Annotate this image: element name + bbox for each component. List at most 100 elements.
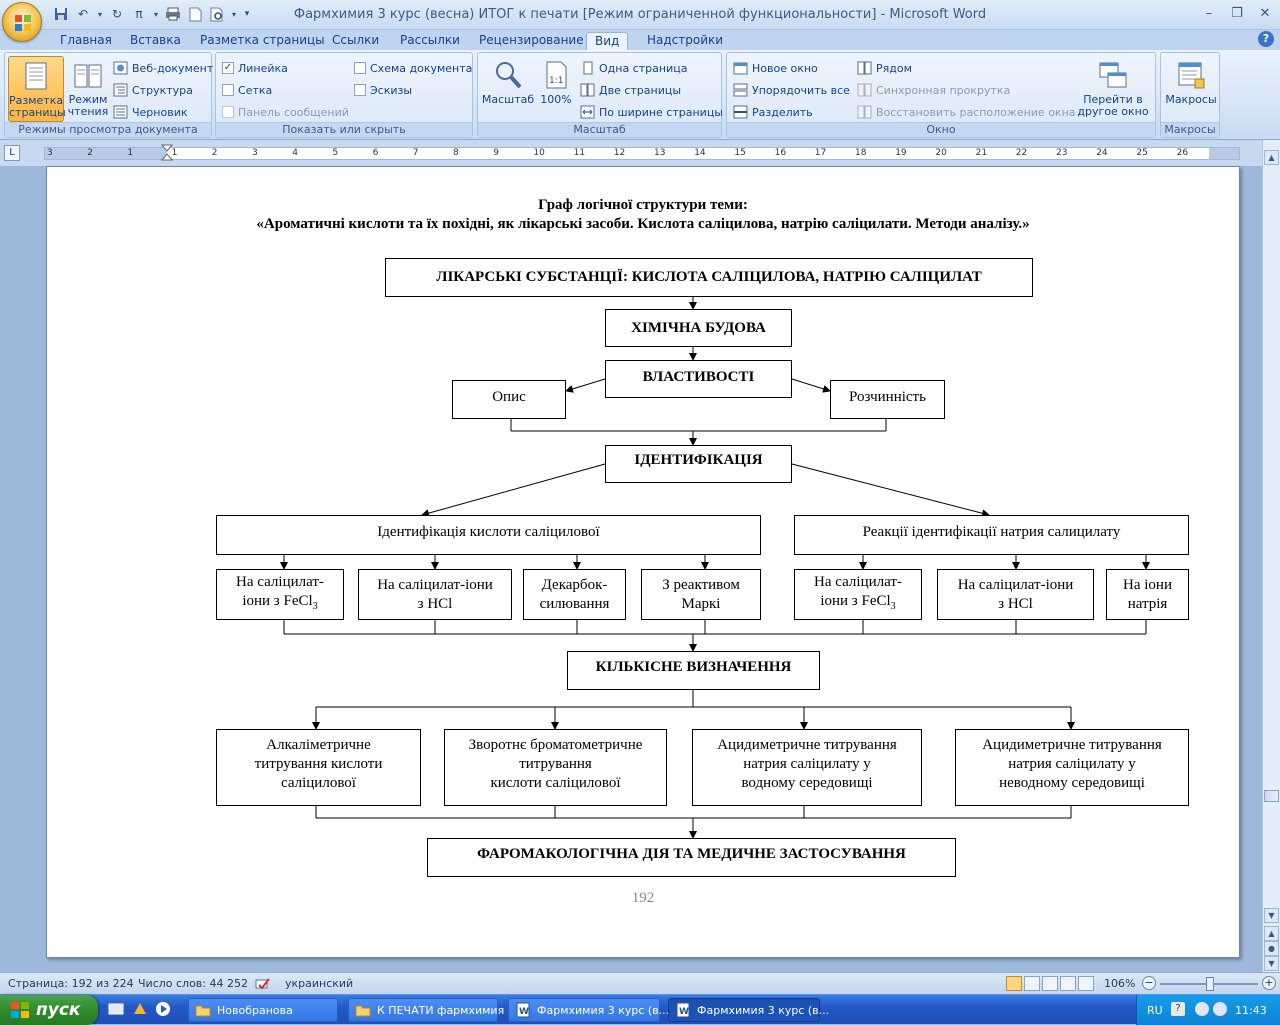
reading-view-icon[interactable] [1024,976,1040,991]
winamp-icon[interactable] [132,1001,148,1017]
equation-dropdown-icon[interactable]: ▾ [153,9,158,19]
page-width-button[interactable]: По ширине страницы [580,103,723,121]
preview-dropdown-icon[interactable]: ▾ [231,9,236,19]
na-ions-line1: На іони [1123,576,1172,593]
web-view-icon[interactable] [1042,976,1058,991]
tab-insert[interactable]: Вставка [130,33,181,47]
system-tray: RU ? 11:43 [1136,995,1280,1025]
save-icon[interactable] [52,5,70,23]
office-button[interactable] [2,2,42,42]
previous-page-icon[interactable]: ▲ [1264,926,1279,941]
two-pages-button[interactable]: Две страницы [580,81,681,99]
decarb-line2: силювання [539,595,610,612]
task-word-doc-2[interactable]: W Фармхимия 3 курс (в... [668,998,829,1022]
box-sodium-ions: На іони натрія [1106,569,1189,620]
scroll-down-icon[interactable]: ▼ [1264,908,1279,923]
tab-home[interactable]: Главная [60,33,112,47]
grid-checkbox[interactable]: Сетка [222,81,272,99]
zoom-100-icon: 1:1 [546,61,567,89]
task-word-doc-1[interactable]: W Фармхимия 3 курс (в... [508,998,669,1022]
browse-object-icon[interactable]: ● [1264,941,1279,956]
new-window-button[interactable]: Новое окно [733,59,818,77]
show-desktop-icon[interactable] [108,1001,124,1017]
minimize-icon[interactable]: – [1205,5,1213,21]
tab-review[interactable]: Рецензирование [479,33,584,47]
media-player-icon[interactable] [155,1001,171,1017]
outline-button[interactable]: Структура [113,81,193,99]
zoom-out-icon[interactable]: − [1142,976,1156,990]
tab-addins[interactable]: Надстройки [647,33,724,47]
vertical-scrollbar[interactable]: ▲ ▼ ▲ ● ▼ [1262,140,1280,972]
outline-view-icon[interactable] [1060,976,1076,991]
ruler-checkbox[interactable]: ✓ Линейка [222,59,288,77]
scrollbar-thumb[interactable] [1264,790,1279,802]
status-language[interactable]: украинский [285,977,354,990]
group-zoom: Масштаб 1:1 100% Одна страница Две стран… [477,52,723,138]
equation-icon[interactable]: π [135,7,143,21]
office-logo-icon [15,15,31,31]
scroll-up-icon[interactable]: ▲ [1264,150,1279,165]
switch-windows-button[interactable]: Перейти в другое окно [1075,56,1151,122]
next-page-icon[interactable]: ▼ [1264,956,1279,971]
ruler-tick-label: 12 [613,148,626,158]
print-preview-icon[interactable] [208,5,226,23]
tab-mailings[interactable]: Рассылки [400,33,460,47]
start-button[interactable]: пуск [0,995,98,1025]
close-icon[interactable]: ✕ [1259,5,1271,21]
print-icon[interactable] [164,5,182,23]
thumbnails-checkbox[interactable]: Эскизы [354,81,412,99]
one-page-button[interactable]: Одна страница [580,59,687,77]
zoom-100-button[interactable]: 1:1 100% [536,56,576,122]
new-document-icon[interactable] [186,5,204,23]
network-tray-icon[interactable] [1213,1002,1227,1016]
print-layout-view-icon[interactable] [1006,976,1022,991]
zoom-in-icon[interactable]: + [1262,976,1276,990]
zoom-slider-thumb[interactable] [1205,977,1214,991]
ruler-tick-label: 1 [127,148,134,158]
task-folder-print[interactable]: К ПЕЧАТИ фармхимия [348,998,504,1022]
windows-flag-icon [11,1002,29,1018]
ruler-tick-label: 16 [774,148,787,158]
help-icon[interactable]: ? [1258,31,1274,47]
tab-view[interactable]: Вид [586,32,629,50]
side-by-side-button[interactable]: Рядом [857,59,912,77]
reset-position-button[interactable]: Восстановить расположение окна [857,103,1076,121]
document-page[interactable]: Граф логічної структури теми: «Ароматичн… [46,166,1240,958]
tab-selector-icon[interactable]: L [4,145,20,161]
two-pages-icon [580,83,595,97]
tab-references[interactable]: Ссылки [332,33,380,47]
split-button[interactable]: Разделить [733,103,813,121]
arrange-all-button[interactable]: Упорядочить все [733,81,850,99]
undo-dropdown-icon[interactable]: ▾ [97,9,102,19]
spelling-check-icon[interactable] [254,977,272,991]
undo-icon[interactable]: ↶ [77,7,89,21]
back-tray-icon[interactable] [1195,1002,1209,1016]
reading-mode-button[interactable]: Режим чтения [63,56,113,122]
clock[interactable]: 11:43 [1235,1004,1267,1017]
zoom-button[interactable]: Масштаб [480,56,536,122]
alkali-line1: Алкаліметричне [266,737,371,753]
macros-button[interactable]: Макросы [1163,56,1219,122]
box-ident-sodium: Реакції ідентифікації натрия салицилату [794,515,1189,555]
web-layout-icon [113,61,128,75]
status-page[interactable]: Страница: 192 из 224 [8,977,134,990]
sync-scroll-button[interactable]: Синхронная прокрутка [857,81,1010,99]
language-indicator[interactable]: RU [1147,1004,1163,1017]
message-bar-checkbox[interactable]: Панель сообщений [222,103,349,121]
web-layout-button[interactable]: Веб-документ [113,59,213,77]
document-map-checkbox[interactable]: Схема документа [354,59,472,77]
task-folder-novobranova[interactable]: Новобранова [188,998,338,1022]
indent-marker-icon[interactable] [160,144,174,161]
customize-qat-icon[interactable]: ▾ [244,9,250,19]
draft-button[interactable]: Черновик [113,103,188,121]
zoom-level[interactable]: 106% [1104,977,1136,990]
status-word-count[interactable]: Число слов: 44 252 [138,977,248,990]
print-layout-button[interactable]: Разметка страницы [8,56,66,122]
draft-view-icon[interactable] [1078,976,1094,991]
restore-icon[interactable]: ❐ [1231,5,1243,21]
redo-icon[interactable]: ↻ [111,7,123,21]
ruler-tick-label: 24 [1096,148,1108,158]
help-tray-icon[interactable]: ? [1171,1002,1185,1016]
tab-page-layout[interactable]: Разметка страницы [200,33,325,47]
